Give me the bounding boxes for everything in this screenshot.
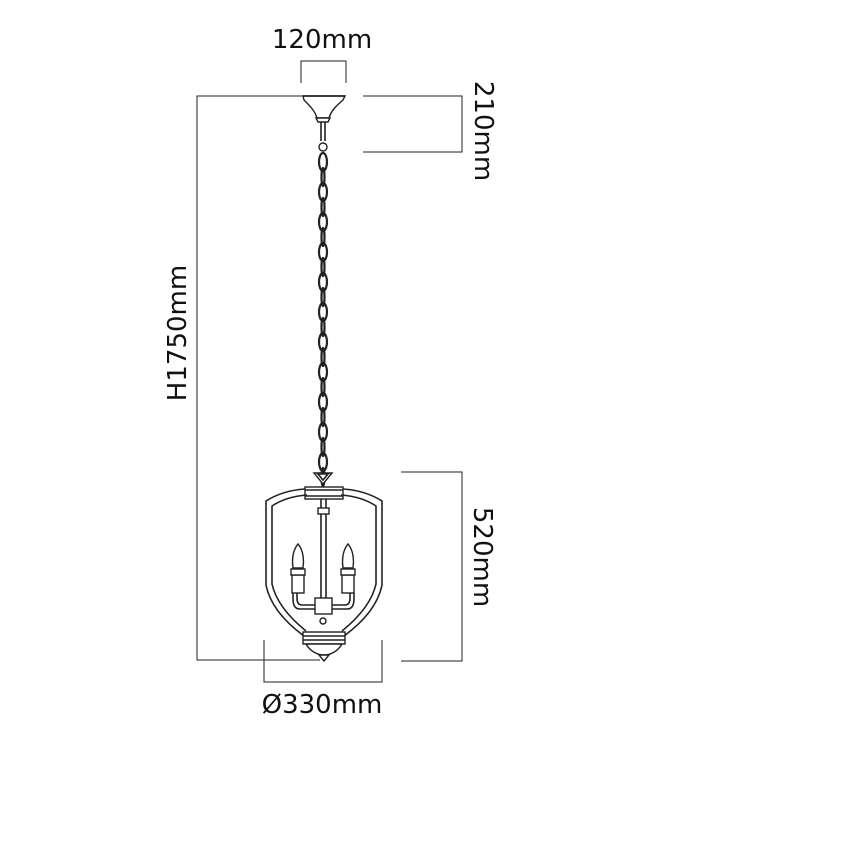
chain-link [317,211,329,233]
chain-link [317,181,329,203]
candle-arms [292,593,355,625]
chain-link [317,271,329,293]
chain-link [320,196,326,218]
pendant-lamp [265,95,383,663]
cage-frame [265,488,383,637]
chain-link [320,256,326,278]
bottom-band [302,631,346,663]
chain-link [317,421,329,443]
chain-link [317,151,329,173]
chain-link [317,241,329,263]
total-height-bracket [196,95,320,661]
canopy-width-label: 120mm [272,25,372,55]
chain-link [320,316,326,338]
chain-link [320,436,326,458]
chain-link [320,406,326,428]
top-cap [304,486,344,500]
chain-link [317,361,329,383]
chain-link [317,391,329,413]
chain-link [320,166,326,188]
diameter-bracket [263,640,383,683]
chain-link [317,331,329,353]
chain-link [320,226,326,248]
dimension-lines [196,60,463,683]
right-candle-bulb [340,542,356,594]
canopy-rod [318,122,328,152]
ceiling-canopy [302,95,347,123]
chain-link [317,451,329,473]
diameter-label: Ø330mm [262,690,383,720]
body-height-bracket [401,471,463,662]
total-height-label: H1750mm [163,265,193,401]
canopy-height-bracket [363,95,463,153]
left-candle-bulb [290,542,306,594]
center-rod [317,499,330,600]
suspension-chain [317,151,329,488]
chain-link [317,301,329,323]
canopy-height-label: 210mm [468,81,498,181]
body-height-label: 520mm [467,507,497,607]
chain-link [320,286,326,308]
chain-link [320,346,326,368]
chain-link [320,376,326,398]
top-hook [312,472,334,486]
canopy-width-bracket [300,60,347,83]
